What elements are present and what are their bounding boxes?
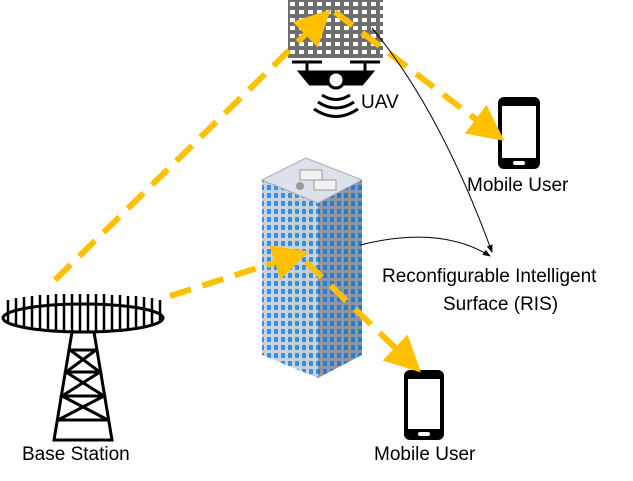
uav-drone-icon: [292, 60, 380, 118]
mobile-user-bottom-label: Mobile User: [374, 444, 476, 465]
signal-bs-to-building: [169, 245, 310, 299]
mobile-phone-bottom-icon: [404, 370, 444, 440]
signal-paths: [52, 9, 505, 373]
base-station-icon: [1, 294, 165, 442]
ris-label-line1: Reconfigurable Intelligent: [382, 266, 597, 287]
signal-bs-to-ris: [52, 9, 331, 283]
ris-panel-icon: [288, 0, 383, 58]
mobile-phone-top-icon: [498, 97, 540, 169]
signal-building-to-user-bottom: [303, 259, 421, 373]
ris-label-line2: Surface (RIS): [443, 294, 559, 315]
uav-label: UAV: [361, 92, 399, 113]
base-station-label: Base Station: [22, 444, 130, 465]
mobile-user-top-label: Mobile User: [467, 175, 569, 196]
ris-pointer-lines: [359, 27, 493, 257]
